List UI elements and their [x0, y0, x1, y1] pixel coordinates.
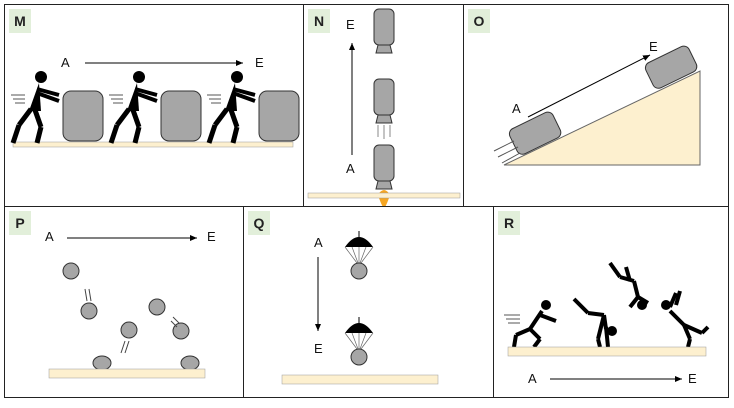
- bouncing-ball-icon: [180, 355, 200, 371]
- tumbling-person-icon: [572, 297, 617, 348]
- label-start: A: [346, 161, 355, 176]
- panel-q-drawing: [281, 230, 439, 385]
- label-start: A: [45, 229, 54, 244]
- rocket-icon: [373, 144, 395, 190]
- label-start: A: [528, 371, 537, 386]
- panel-p-drawing: [48, 235, 206, 379]
- tumbling-person-icon: [608, 261, 650, 310]
- bouncing-ball-icon: [148, 298, 166, 316]
- bouncing-ball-icon: [92, 355, 112, 371]
- panel-m: M A E: [4, 4, 304, 207]
- label-start: A: [314, 235, 323, 250]
- panel-o: O E A: [463, 4, 729, 207]
- bouncing-ball-icon: [120, 321, 138, 339]
- panel-m-drawing: [5, 60, 305, 148]
- person-pushing-box-icon: [109, 71, 201, 143]
- tumbling-person-icon: [661, 290, 710, 348]
- panel-tag: M: [9, 9, 31, 33]
- rocket-icon: [373, 78, 395, 124]
- floor: [12, 141, 294, 148]
- panel-tag: R: [498, 211, 520, 235]
- label-end: E: [314, 341, 323, 356]
- panel-n-drawing: [307, 8, 461, 208]
- box-on-ramp-icon: [644, 45, 698, 89]
- panel-n: N E A: [303, 4, 464, 208]
- bouncing-ball-icon: [80, 302, 98, 320]
- label-start: A: [61, 55, 70, 70]
- tumbling-person-icon: [512, 300, 557, 349]
- parachute-icon: [344, 230, 374, 280]
- label-end: E: [207, 229, 216, 244]
- panel-p: P A E: [4, 206, 244, 398]
- floor: [281, 374, 439, 385]
- panel-tag: N: [308, 9, 330, 33]
- panel-tag: Q: [248, 211, 270, 235]
- panel-o-drawing: [493, 45, 701, 166]
- floor: [307, 192, 461, 199]
- rocket-icon: [373, 8, 395, 54]
- label-end: E: [255, 55, 264, 70]
- label-start: A: [512, 101, 521, 116]
- panel-tag: P: [9, 211, 31, 235]
- bouncing-ball-icon: [62, 262, 80, 280]
- panel-tag: O: [468, 9, 490, 33]
- label-end: E: [688, 371, 697, 386]
- panel-q: Q A E: [243, 206, 494, 398]
- person-pushing-box-icon: [11, 71, 103, 143]
- parachute-icon: [344, 316, 374, 366]
- box-on-ramp-icon: [508, 111, 562, 155]
- floor: [48, 368, 206, 379]
- ramp: [503, 70, 701, 166]
- panel-r-drawing: [504, 261, 710, 382]
- label-end: E: [346, 17, 355, 32]
- label-end: E: [649, 39, 658, 54]
- person-pushing-box-icon: [207, 71, 299, 143]
- panel-r: R A E: [493, 206, 729, 398]
- floor: [507, 346, 707, 357]
